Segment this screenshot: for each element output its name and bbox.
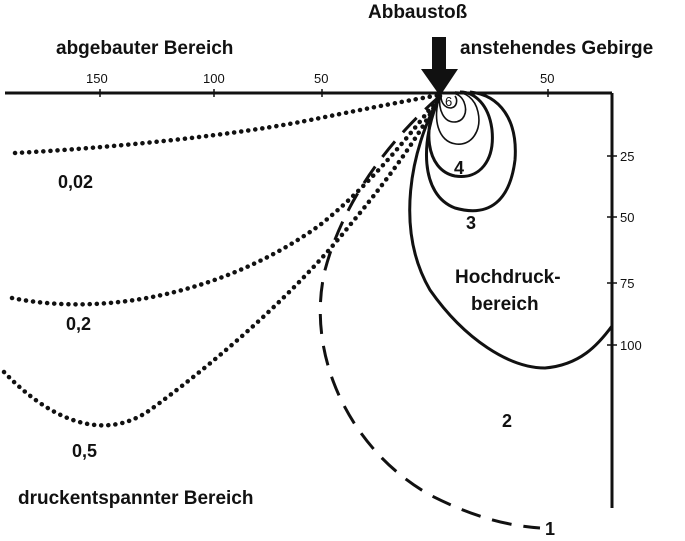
contour-6 [438,92,467,123]
y-tick-75: 75 [620,276,634,291]
label-abbaustoss: Abbaustoß [368,2,468,23]
contour-0-2 [9,93,443,307]
label-anstehendes-gebirge: anstehendes Gebirge [460,38,653,59]
y-tick-50: 50 [620,210,634,225]
contour-label-1: 1 [545,519,555,539]
x-tick-100: 100 [203,71,225,86]
contour-3 [425,90,517,213]
contour-label-3: 3 [466,213,476,233]
label-abgebauter-bereich: abgebauter Bereich [56,38,233,59]
contour-label-0-02: 0,02 [58,172,93,192]
contour-5 [435,91,480,145]
contour-label-6: 6 [445,94,452,109]
contour-7 [440,95,458,109]
contour-label-0-2: 0,2 [66,314,91,334]
face-arrow-icon [421,37,458,96]
contour-4 [427,90,494,178]
contour-label-0-5: 0,5 [72,441,97,461]
y-axis-ticks [607,155,617,346]
x-tick-50-right: 50 [540,71,554,86]
x-tick-150: 150 [86,71,108,86]
label-bereich: bereich [471,294,539,315]
y-tick-25: 25 [620,149,634,164]
x-tick-50-left: 50 [314,71,328,86]
y-tick-100: 100 [620,338,642,353]
contour-label-2: 2 [502,411,512,431]
label-druckentspannter-bereich: druckentspannter Bereich [18,488,253,509]
contour-label-4: 4 [454,158,464,178]
contour-0-5 [1,93,443,428]
label-hochdruck: Hochdruck- [455,267,561,288]
contour-1 [318,94,541,530]
x-axis-ticks [99,89,549,97]
contour-2 [408,95,614,370]
contour-0-02 [12,92,443,156]
